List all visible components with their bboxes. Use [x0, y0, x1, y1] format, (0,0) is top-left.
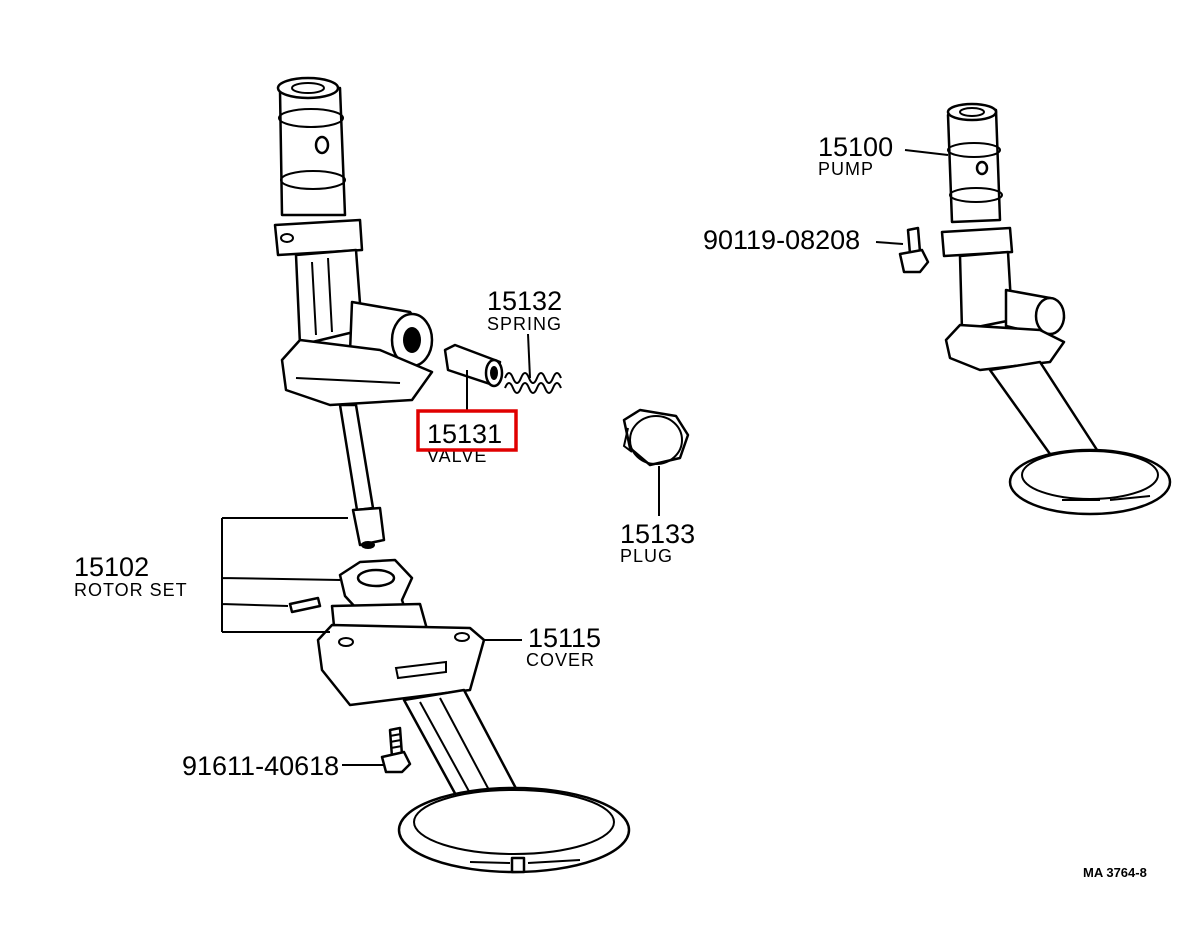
bolt-upper-part[interactable]: [898, 226, 930, 274]
bolt-lower-part[interactable]: [380, 726, 412, 774]
figure-reference: MA 3764-8: [1083, 865, 1147, 880]
pump-name: PUMP: [818, 159, 874, 179]
valve-number: 15131: [427, 419, 502, 449]
plug-number: 15133: [620, 519, 695, 549]
label-spring[interactable]: 15132 SPRING: [487, 286, 562, 334]
label-cover[interactable]: 15115 COVER: [526, 623, 601, 670]
pump-body-exploded[interactable]: [273, 76, 434, 549]
bolt-lower-number: 91611-40618: [182, 751, 339, 781]
label-bolt-upper[interactable]: 90119-08208: [703, 225, 860, 255]
label-valve[interactable]: VALVE 15131: [416, 409, 518, 466]
label-pump[interactable]: 15100 PUMP: [818, 132, 893, 179]
bolt-upper-number: 90119-08208: [703, 225, 860, 255]
spring-part[interactable]: [504, 372, 562, 394]
label-bolt-lower[interactable]: 91611-40618: [182, 751, 339, 781]
plug-part[interactable]: [622, 408, 690, 467]
pump-assembled[interactable]: [940, 102, 1172, 516]
leader-lines: [221, 149, 949, 766]
spring-number: 15132: [487, 286, 562, 316]
spring-name: SPRING: [487, 314, 562, 334]
cover-name: COVER: [526, 650, 595, 670]
valve-highlight-box: [416, 409, 518, 452]
label-plug[interactable]: 15133 PLUG: [620, 519, 695, 566]
cover-number: 15115: [528, 623, 601, 653]
rotor-set-number: 15102: [74, 552, 149, 582]
cover-part[interactable]: [316, 602, 631, 874]
valve-part[interactable]: [443, 343, 504, 388]
plug-name: PLUG: [620, 546, 673, 566]
rotor-set-name: ROTOR SET: [74, 580, 188, 600]
pump-number: 15100: [818, 132, 893, 162]
label-rotor-set[interactable]: 15102 ROTOR SET: [74, 552, 188, 600]
